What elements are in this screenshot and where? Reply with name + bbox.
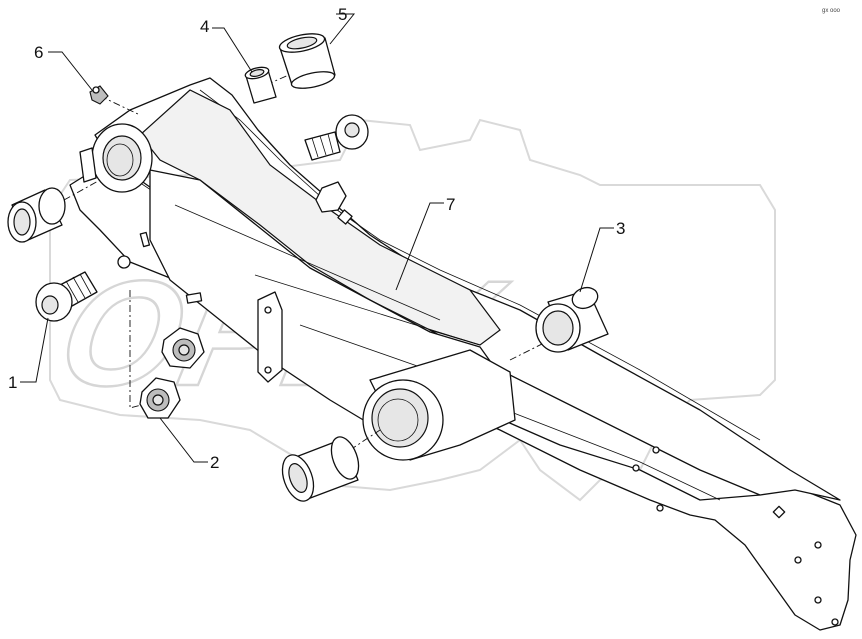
leader-6 — [48, 51, 93, 91]
end-hole-1 — [632, 464, 640, 472]
end-hole-4 — [794, 556, 802, 564]
upper-nut — [315, 181, 347, 213]
bushing-top — [278, 33, 336, 89]
small-bushing — [244, 66, 277, 104]
side-bracket — [257, 291, 283, 383]
bushing-left-far — [38, 187, 66, 225]
left-slot-2 — [185, 292, 203, 304]
nut-upper-hole — [178, 344, 190, 356]
leader-4 — [212, 27, 253, 73]
end-hole-5 — [814, 541, 822, 549]
corner-mark: gx ooo — [822, 8, 841, 14]
bolt-socket — [41, 295, 59, 315]
bushing-bottom — [281, 436, 360, 502]
bushing-top-bore — [286, 36, 318, 50]
grease-nipple — [89, 85, 109, 105]
hex-socket-bolt — [35, 271, 98, 322]
end-hole-3 — [656, 504, 664, 512]
callout-1: 1 — [8, 317, 49, 392]
end-hole-6 — [814, 596, 822, 604]
top-square-cutout — [337, 209, 353, 225]
frame-lug — [79, 147, 97, 183]
leader-1 — [20, 317, 49, 383]
upper-bolt-thread — [304, 131, 341, 161]
frame-edge-line-1 — [174, 204, 441, 321]
leader-5 — [329, 13, 356, 45]
bushing-right — [535, 286, 609, 353]
leader-3 — [579, 227, 614, 293]
bolt-thread-lines — [65, 273, 92, 303]
upper-pivot-bore — [102, 135, 142, 181]
lock-nut-lower — [139, 377, 181, 419]
callout-label-4: 4 — [200, 17, 209, 36]
lower-pivot-bore-inner — [377, 398, 419, 442]
bushing-bottom-bore — [288, 463, 308, 493]
watermark-gear-outline — [49, 118, 776, 502]
end-hole-7 — [831, 618, 839, 626]
leader-2 — [159, 417, 208, 463]
callout-label-6: 6 — [34, 43, 43, 62]
upper-bolt-socket — [344, 122, 360, 138]
left-slot-1 — [139, 231, 151, 248]
callout-3: 3 — [579, 219, 625, 293]
callout-label-1: 1 — [8, 373, 17, 392]
callout-5: 5 — [329, 5, 356, 45]
nut-lower-hole — [152, 394, 164, 406]
bushing-top-far-end — [290, 71, 336, 89]
end-square-cutout — [772, 505, 786, 519]
bracket-hole-2 — [264, 366, 272, 374]
lock-nut-upper — [161, 327, 205, 369]
upper-bolt — [304, 114, 369, 213]
small-bushing-bore — [249, 69, 265, 77]
end-hole-2 — [652, 446, 660, 454]
callout-2: 2 — [159, 417, 219, 472]
callout-7: 7 — [395, 195, 455, 291]
callout-4: 4 — [200, 17, 253, 73]
upper-plate-inner-edge — [199, 89, 761, 441]
bushing-left — [7, 187, 66, 243]
callout-label-2: 2 — [210, 453, 219, 472]
frame-edge-line-2 — [254, 274, 481, 346]
bracket-hole-1 — [264, 306, 272, 314]
bushing-left-bore — [13, 208, 31, 236]
frame-top-face — [139, 89, 501, 346]
left-plate-hole — [117, 255, 131, 269]
bushing-bottom-far — [330, 436, 360, 480]
upper-bolt-thread-lines — [311, 133, 334, 158]
callout-6: 6 — [34, 43, 93, 91]
callout-label-7: 7 — [446, 195, 455, 214]
callout-label-3: 3 — [616, 219, 625, 238]
grease-nipple-tip — [92, 86, 100, 94]
leader-7 — [395, 202, 444, 291]
lower-pivot-bore — [371, 388, 429, 448]
bushing-right-bore — [542, 310, 574, 346]
upper-pivot-bore-inner — [106, 143, 134, 177]
link-arm-frame — [69, 77, 857, 631]
